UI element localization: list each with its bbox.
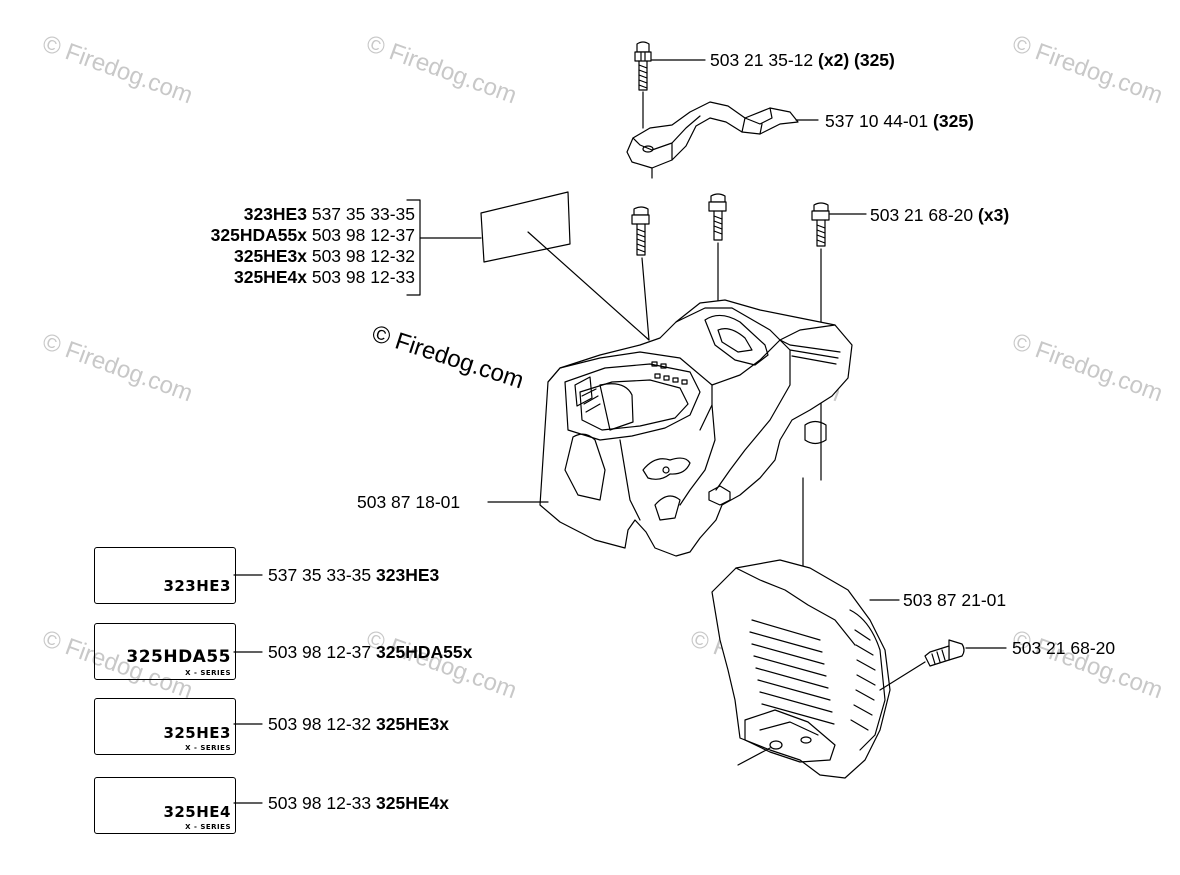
decal-callout: 503 98 12-37 325HDA55x	[268, 642, 472, 662]
cover-screw-left	[631, 206, 650, 256]
top-bracket-part	[626, 101, 799, 179]
model-name: 323HE3	[243, 204, 307, 224]
decal-logo-text: 325HE3	[163, 724, 231, 742]
decal-logo-text: 323HE3	[163, 577, 231, 595]
part-number: 503 98 12-33	[311, 267, 415, 287]
part-number: 537 10 44-01	[825, 111, 929, 131]
model-name: 325HE4x	[233, 267, 307, 287]
callout-top-bracket: 537 10 44-01 (325)	[825, 111, 974, 131]
label-sticker-part	[480, 191, 571, 263]
callout-cover-screws: 503 21 68-20 (x3)	[870, 205, 1009, 225]
part-note: (x3)	[978, 205, 1010, 225]
part-number: 503 98 12-37	[268, 642, 372, 662]
cover-screw-right	[811, 202, 830, 247]
callout-main-cover: 503 87 18-01	[357, 492, 460, 512]
callout-lower-screw: 503 21 68-20	[1012, 638, 1115, 658]
part-note: (x2) (325)	[818, 50, 895, 70]
part-note: (325)	[933, 111, 974, 131]
part-number: 537 35 33-35	[268, 565, 372, 585]
model-name: 325HDA55x	[210, 225, 307, 245]
part-number: 503 87 21-01	[903, 590, 1007, 610]
model-name: 323HE3	[376, 565, 440, 585]
main-cover-part	[539, 299, 853, 557]
callout-top-screw: 503 21 35-12 (x2) (325)	[710, 50, 895, 70]
model-list-row: 325HE4x 503 98 12-33	[211, 267, 415, 288]
part-number: 503 21 68-20	[1012, 638, 1116, 658]
model-name: 325HE4x	[376, 793, 450, 813]
decal-callout: 503 98 12-32 325HE3x	[268, 714, 449, 734]
part-number: 537 35 33-35	[311, 204, 415, 224]
model-list-row: 323HE3 537 35 33-35	[211, 204, 415, 225]
decal-logo-text: 325HDA55	[126, 647, 231, 667]
decal-series-text: X - SERIES	[185, 744, 231, 752]
model-list-row: 325HDA55x 503 98 12-37	[211, 225, 415, 246]
decal-325he4: 325HE4 X - SERIES	[94, 777, 236, 834]
model-name: 325HE3x	[233, 246, 307, 266]
part-number: 503 98 12-33	[268, 793, 372, 813]
model-list: 323HE3 537 35 33-35 325HDA55x 503 98 12-…	[211, 204, 415, 288]
part-number: 503 21 35-12	[710, 50, 814, 70]
decal-325hda55: 325HDA55 X - SERIES	[94, 623, 236, 680]
part-number: 503 98 12-37	[311, 225, 415, 245]
part-number: 503 87 18-01	[357, 492, 461, 512]
decal-callout: 503 98 12-33 325HE4x	[268, 793, 449, 813]
model-name: 325HDA55x	[376, 642, 473, 662]
decal-callout: 537 35 33-35 323HE3	[268, 565, 439, 585]
lower-screw-part	[924, 639, 965, 667]
decal-logo-text: 325HE4	[163, 803, 231, 821]
cover-screw-middle	[708, 193, 727, 241]
decal-325he3: 325HE3 X - SERIES	[94, 698, 236, 755]
decal-series-text: X - SERIES	[185, 669, 231, 677]
callout-lower-cover: 503 87 21-01	[903, 590, 1006, 610]
lower-cover-part	[711, 559, 891, 779]
model-list-row: 325HE3x 503 98 12-32	[211, 246, 415, 267]
decal-323he3: 323HE3	[94, 547, 236, 604]
part-number: 503 98 12-32	[311, 246, 415, 266]
decal-series-text: X - SERIES	[185, 823, 231, 831]
part-number: 503 21 68-20	[870, 205, 974, 225]
model-name: 325HE3x	[376, 714, 450, 734]
part-number: 503 98 12-32	[268, 714, 372, 734]
top-screw-part	[634, 41, 652, 91]
